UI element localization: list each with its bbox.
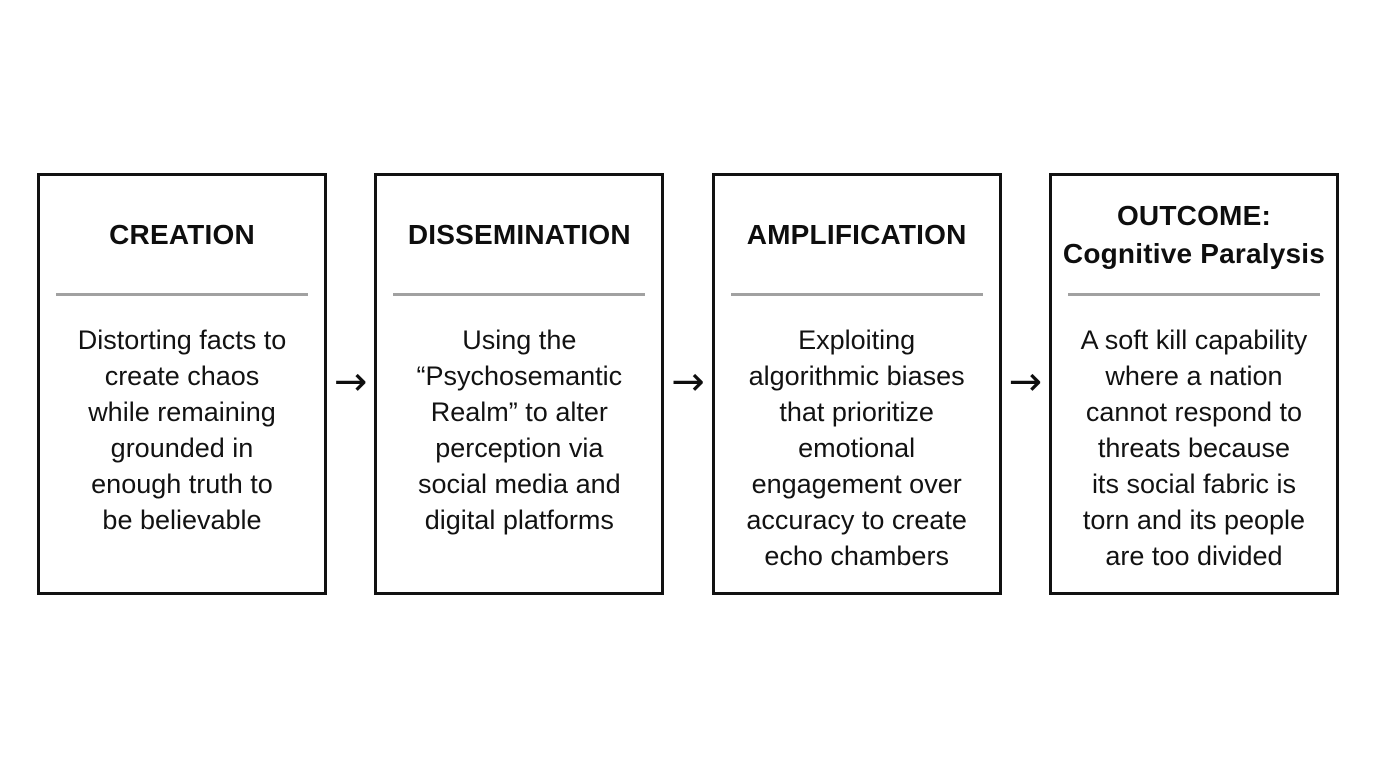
arrow-cell: →: [327, 173, 374, 595]
stage-title: OUTCOME: Cognitive Paralysis: [1062, 199, 1326, 269]
right-arrow-icon: →: [333, 359, 368, 405]
stage-title: CREATION: [109, 218, 255, 250]
title-divider: [56, 293, 308, 296]
stage-box-amplification: AMPLIFICATION Exploiting algorithmic bia…: [711, 173, 1002, 595]
flow-diagram: CREATION Distorting facts to create chao…: [37, 173, 1339, 595]
stage-head: DISSEMINATION: [377, 176, 661, 293]
stage-box-dissemination: DISSEMINATION Using the “Psychosemantic …: [374, 173, 665, 595]
stage-box-creation: CREATION Distorting facts to create chao…: [37, 173, 327, 595]
title-divider: [393, 293, 646, 296]
arrow-cell: →: [664, 173, 711, 595]
right-arrow-icon: →: [671, 359, 705, 405]
stage-title: DISSEMINATION: [407, 218, 631, 250]
stage-description: Using the “Psychosemantic Realm” to alte…: [416, 325, 623, 535]
stage-box-outcome: OUTCOME: Cognitive Paralysis A soft kill…: [1048, 173, 1339, 595]
stage-title: AMPLIFICATION: [746, 218, 967, 250]
title-divider: [730, 293, 983, 296]
stage-head: OUTCOME: Cognitive Paralysis: [1052, 176, 1336, 293]
right-arrow-icon: →: [1008, 359, 1043, 405]
stage-head: CREATION: [40, 176, 324, 293]
arrow-cell: →: [1002, 173, 1049, 595]
stage-description: Exploiting algorithmic biases that prior…: [746, 325, 967, 571]
title-divider: [1067, 293, 1320, 296]
stage-head: AMPLIFICATION: [715, 176, 999, 293]
stage-description: Distorting facts to create chaos while r…: [77, 325, 287, 535]
stage-description: A soft kill capability where a nation ca…: [1080, 325, 1308, 571]
